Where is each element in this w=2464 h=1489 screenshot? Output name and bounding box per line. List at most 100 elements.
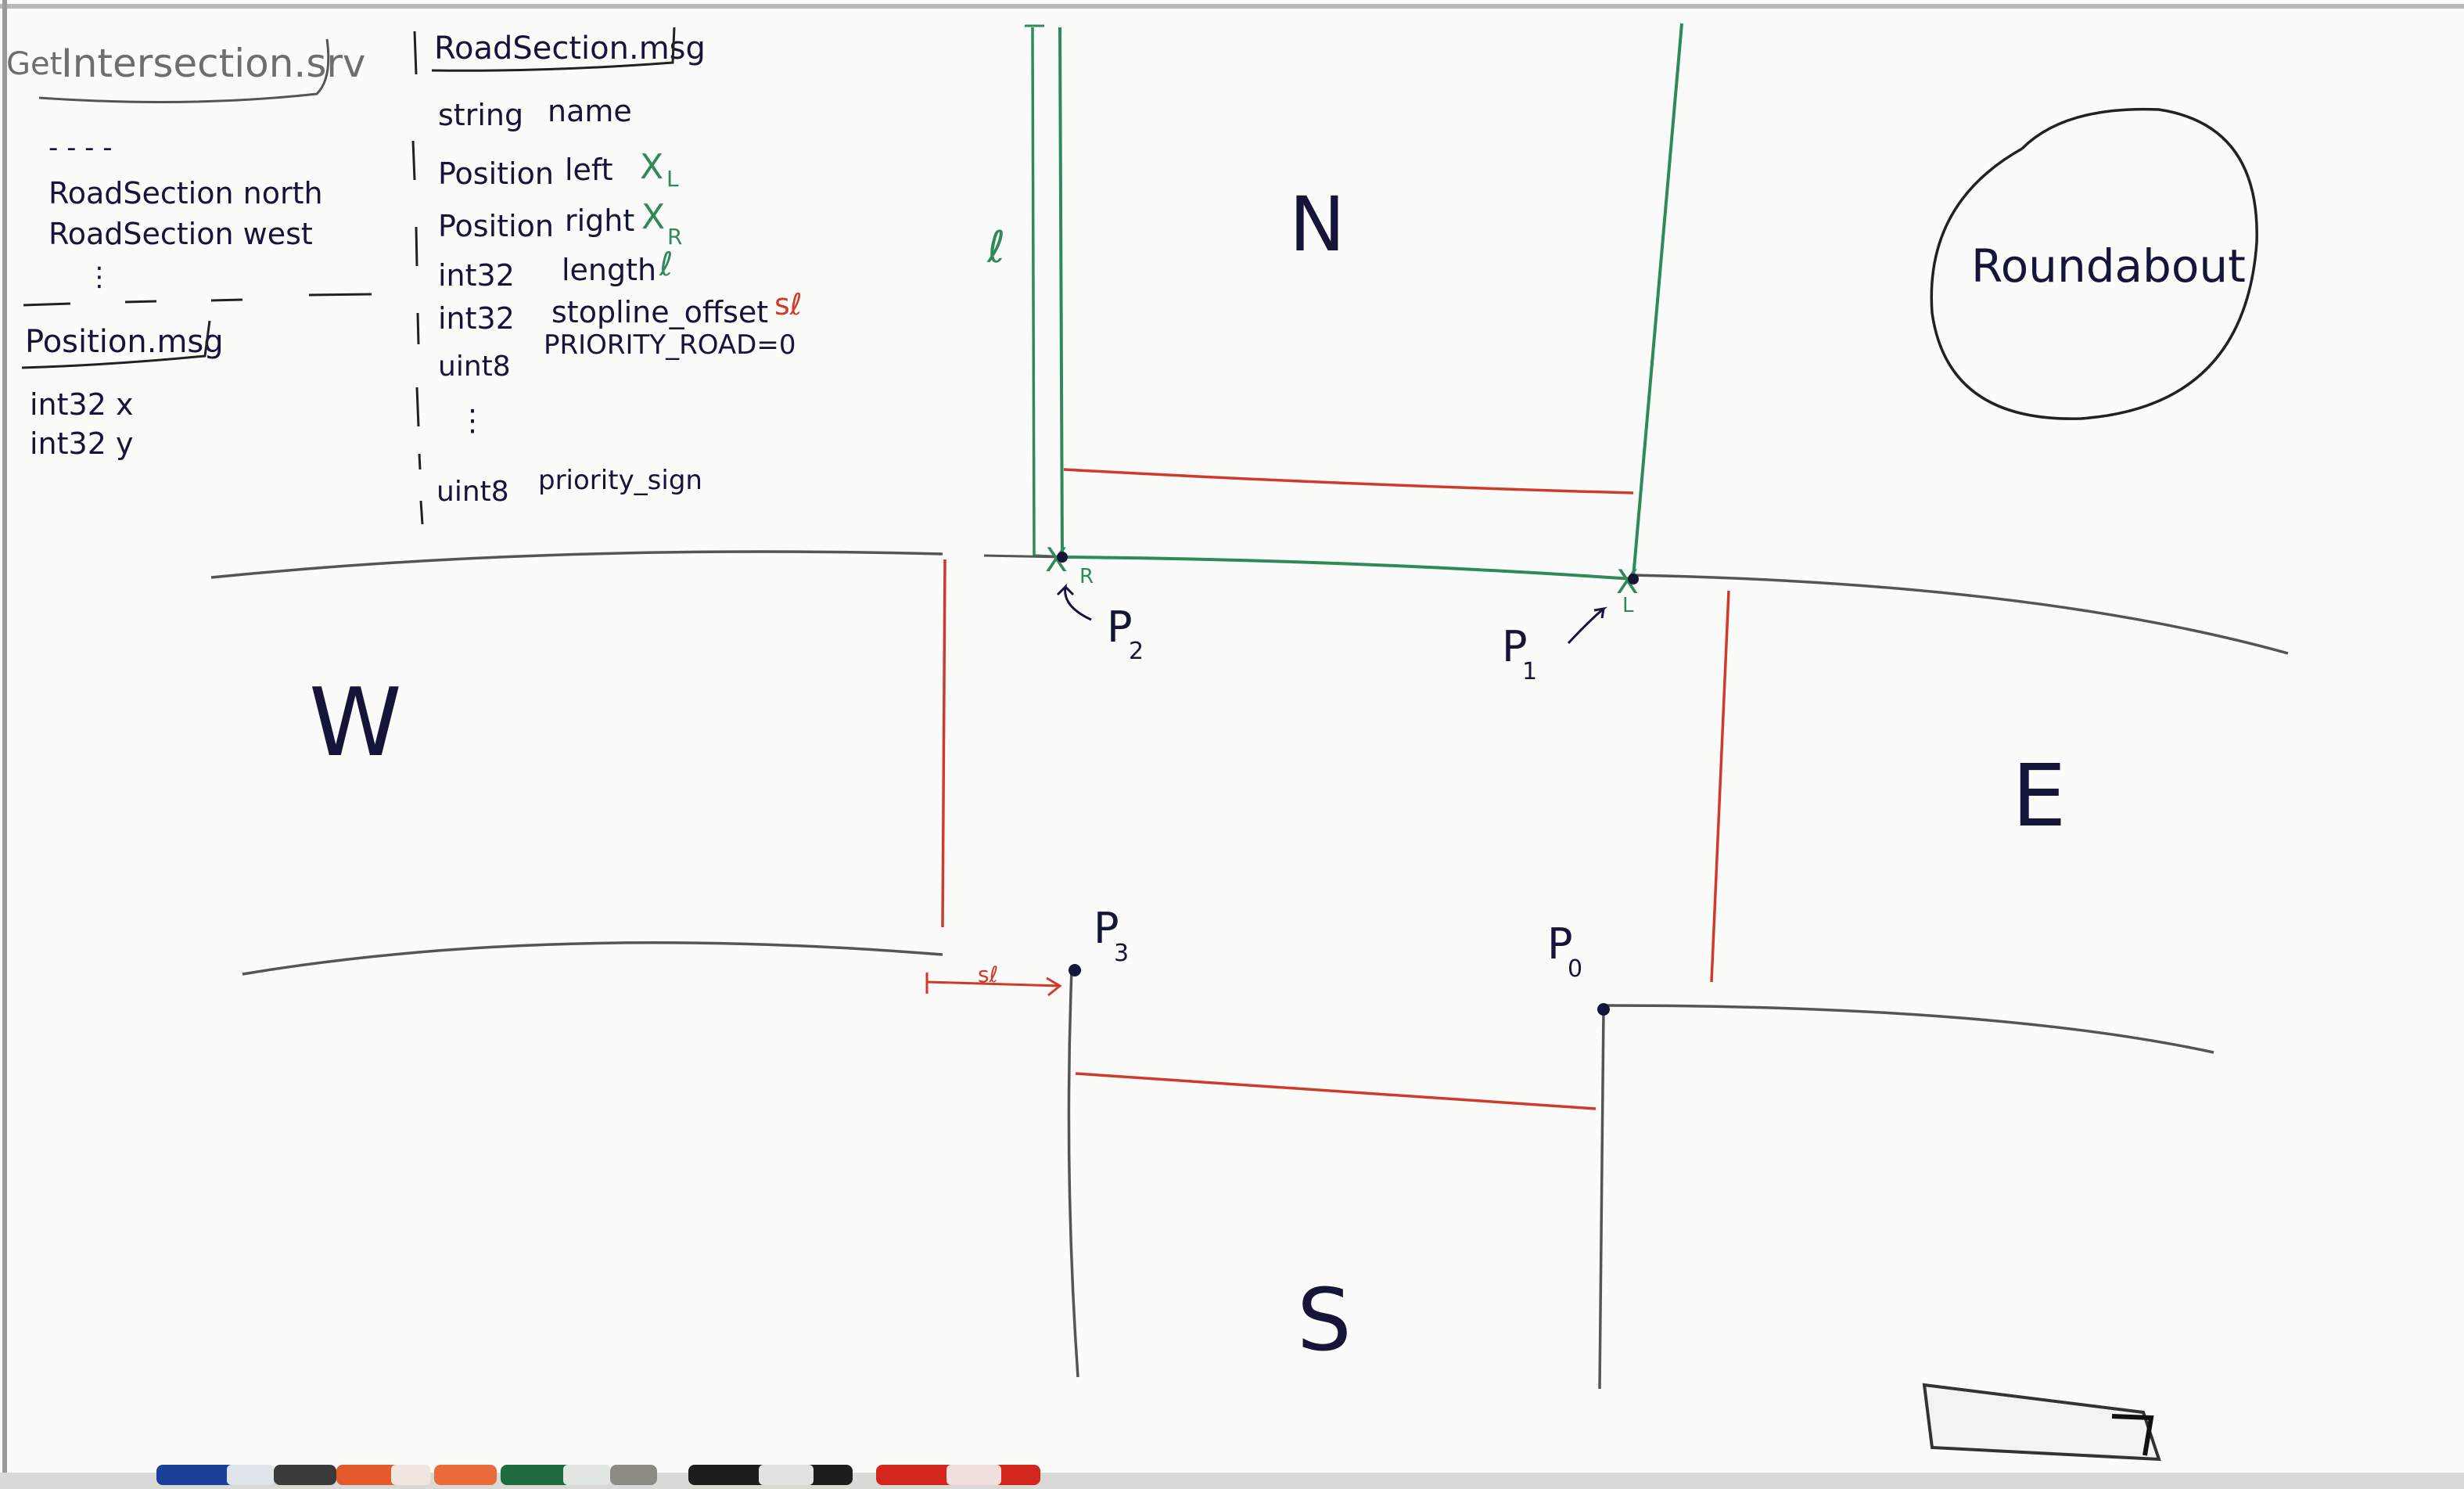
position-msg-box: Position.msg int32 x int32 y [21, 320, 224, 461]
field-type: string [438, 98, 523, 132]
east-road-bottom-edge [1603, 1004, 2214, 1054]
road-section-field: int32 length ℓ [438, 245, 673, 293]
road-section-field: uint8 priority_sign [436, 465, 702, 508]
stopline-west [941, 559, 946, 928]
point-p2-label: P [1107, 602, 1133, 652]
point-p0-dot [1597, 1003, 1610, 1016]
orange-marker[interactable] [434, 1465, 497, 1485]
stopline-offset-dimension: sℓ [925, 962, 1062, 997]
field-type: Position [438, 156, 554, 191]
point-p3-label: P [1094, 904, 1119, 953]
offset-label: sℓ [978, 962, 998, 987]
direction-south: S [1297, 1270, 1352, 1370]
position-field-y: int32 y [30, 426, 133, 461]
srv-prefix: Get [6, 46, 62, 82]
stopline-south [1075, 1072, 1597, 1110]
road-section-field: Position left X L [438, 147, 679, 192]
point-p2-dot [1057, 552, 1068, 563]
srv-dashes: - - - - [48, 132, 113, 164]
srv-item-ellipsis: ⋮ [86, 261, 113, 293]
black-marker[interactable] [274, 1465, 336, 1485]
road-section-ellipsis: ⋮ [458, 403, 487, 437]
field-name: name [548, 94, 632, 128]
black-marker[interactable] [688, 1465, 853, 1485]
length-label: ℓ [986, 222, 1005, 273]
field-note: X [640, 147, 663, 187]
field-type: uint8 [436, 476, 509, 508]
field-note-sub: L [666, 166, 679, 192]
right-x-sub: R [1079, 565, 1094, 588]
road-section-msg-title: RoadSection.msg [434, 31, 706, 67]
p1-arrow [1567, 606, 1608, 645]
point-p0-sub: 0 [1568, 955, 1582, 983]
field-note: X [641, 197, 665, 237]
field-name: left [565, 153, 613, 187]
position-msg-underline [21, 320, 211, 369]
south-road-left-edge [1067, 969, 1079, 1378]
roundabout-circle [1930, 107, 2258, 420]
field-note-sub: R [667, 224, 682, 250]
field-type: int32 [438, 258, 515, 293]
field-name: stopline_offset [551, 295, 768, 329]
point-p3-sub: 3 [1114, 940, 1129, 967]
direction-west: W [309, 669, 402, 778]
left-x-sub: L [1622, 594, 1634, 617]
field-name: length [562, 253, 656, 287]
marker-set [156, 1465, 1040, 1485]
point-right-marker: X R P 2 [1045, 541, 1144, 665]
point-p1-sub: 1 [1522, 658, 1537, 685]
roundabout-sketch: Roundabout [1930, 107, 2258, 420]
p2-arrow [1056, 583, 1092, 621]
road-section-field: int32 stopline_offset sℓ [438, 287, 803, 336]
roundabout-label: Roundabout [1971, 239, 2246, 293]
field-type: int32 [438, 301, 515, 336]
north-road-corner [983, 554, 1065, 559]
road-section-title-underline [431, 27, 676, 72]
eraser-edge [2111, 1414, 2154, 1456]
eraser-body[interactable] [1922, 1383, 2161, 1462]
position-field-x: int32 x [30, 387, 133, 422]
road-section-msg-box: RoadSection.msg string name Position lef… [411, 27, 803, 525]
stopline-east [1710, 590, 1730, 983]
eraser[interactable] [1922, 1383, 2161, 1462]
north-road-section-line [1061, 556, 1634, 581]
direction-north: N [1289, 181, 1345, 268]
field-type: Position [438, 209, 554, 243]
green-marker[interactable] [501, 1465, 610, 1485]
point-left-marker: X L P 1 [1502, 563, 1639, 685]
orange-marker[interactable] [336, 1465, 430, 1485]
point-p3-dot [1069, 964, 1081, 976]
south-road-right-edge [1598, 1009, 1605, 1390]
east-road-top-edge [1630, 574, 2289, 655]
point-p1-dot [1628, 574, 1639, 584]
srv-title-underline [38, 38, 330, 103]
field-note: sℓ [774, 287, 803, 322]
field-type: uint8 [438, 351, 511, 383]
red-marker[interactable] [876, 1465, 1040, 1485]
field-name: priority_sign [538, 465, 702, 496]
srv-item-west: RoadSection west [48, 217, 313, 251]
west-road-bottom-edge [242, 941, 943, 976]
west-road-top-edge [210, 550, 943, 579]
field-name: PRIORITY_ROAD=0 [544, 329, 796, 361]
position-msg-title: Position.msg [25, 324, 224, 360]
offset-arrow [925, 973, 1062, 997]
road-section-field: string name [438, 94, 632, 132]
intersection-diagram: sℓ ℓ N W E S X R P 2 X L P 1 P [210, 23, 2289, 1390]
point-p3-marker: P 3 [1069, 904, 1129, 976]
field-name: right [565, 203, 634, 238]
blue-marker[interactable] [156, 1465, 274, 1485]
point-p0-label: P [1547, 919, 1573, 969]
point-p0-marker: P 0 [1547, 919, 1610, 1016]
road-section-left-border [411, 31, 424, 525]
road-section-field: Position right X R [438, 197, 682, 250]
stopline-north [1063, 468, 1634, 495]
srv-item-north: RoadSection north [48, 176, 323, 210]
field-note: ℓ [659, 245, 673, 283]
north-road-right-edge [1632, 23, 1683, 578]
north-road-left-edge [1058, 27, 1064, 558]
gray-marker[interactable] [610, 1465, 657, 1485]
